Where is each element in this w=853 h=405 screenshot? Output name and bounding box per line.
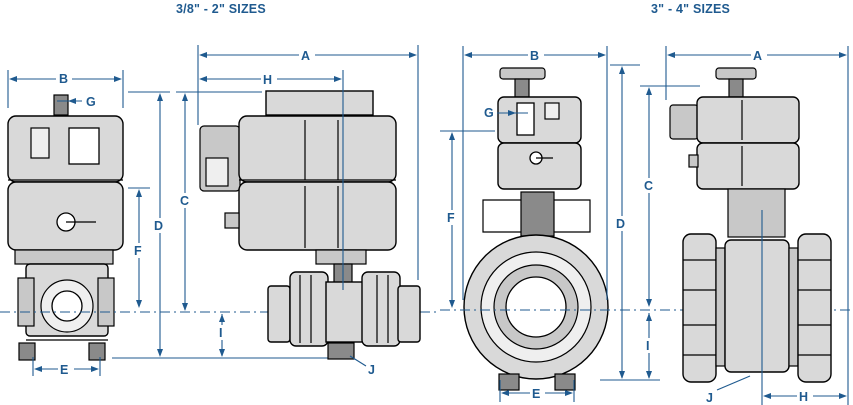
bore-inner — [51, 290, 83, 322]
dim-label-b-large: B — [530, 49, 539, 63]
foot-right — [88, 342, 106, 361]
actuator-upper-front-large — [696, 96, 800, 144]
indicator-window — [30, 127, 50, 159]
union-nut-right — [361, 271, 401, 347]
large-valve-side-view — [463, 67, 609, 391]
dim-label-d: D — [154, 219, 163, 233]
small-valve-front-dimensions: A H C I J — [176, 45, 419, 377]
actuator-upper-large — [497, 96, 582, 144]
mounting-bracket — [14, 249, 114, 265]
handle-stem — [514, 78, 530, 98]
dim-label-j: J — [368, 363, 375, 377]
connector-plug — [205, 157, 229, 187]
coupling-block — [520, 191, 555, 237]
dim-label-j-large: J — [706, 391, 713, 405]
override-window-large — [516, 102, 535, 136]
stem — [53, 94, 69, 116]
union-nut-left-large — [682, 233, 717, 383]
union-left — [17, 277, 35, 327]
small-valve-side-dimensions: B G D F E — [0, 70, 440, 377]
dim-label-f: F — [134, 244, 142, 258]
bracket-front — [315, 249, 367, 265]
handle-stem-front — [728, 78, 744, 98]
dim-label-g-large: G — [484, 106, 494, 120]
small-valve-front-view — [199, 90, 421, 360]
dim-label-c: C — [180, 194, 189, 208]
top-handle — [499, 67, 546, 80]
actuator-lower-front — [238, 181, 397, 251]
manual-override-window — [68, 127, 100, 165]
dim-label-i: I — [219, 326, 222, 340]
dim-label-h: H — [263, 73, 272, 87]
side-knob — [224, 212, 240, 229]
foot-right-large — [554, 373, 576, 391]
actuator-lower-large — [497, 142, 582, 190]
union-nut-left — [289, 271, 329, 347]
valve-body-front — [325, 281, 367, 343]
union-nut-right-large — [797, 233, 832, 383]
dim-label-c-large: C — [644, 179, 653, 193]
valve-body-front-large — [724, 239, 790, 373]
dim-label-i-large: I — [646, 339, 649, 353]
actuator-lower-front-large — [696, 142, 800, 190]
actuator-upper — [7, 115, 124, 183]
actuator-upper-front — [238, 115, 397, 183]
title-small-sizes: 3/8" - 2" SIZES — [176, 2, 266, 16]
indicator-large — [544, 102, 560, 120]
foot-left-large — [498, 373, 520, 391]
connector-front-large — [669, 104, 699, 140]
dim-label-g: G — [86, 95, 96, 109]
end-connector-left — [267, 285, 291, 343]
large-valve-front-view — [669, 67, 832, 383]
large-valve-side-dimensions: B G F E D — [440, 46, 853, 402]
end-connector-right — [397, 285, 421, 343]
small-valve-side-view — [7, 94, 124, 361]
dim-label-d-large: D — [616, 217, 625, 231]
dim-label-e: E — [60, 363, 68, 377]
dim-label-a-large: A — [753, 49, 762, 63]
union-right — [97, 277, 115, 327]
dim-label-b: B — [59, 72, 68, 86]
dim-label-a: A — [301, 49, 310, 63]
dim-label-e-large: E — [532, 387, 540, 401]
dim-label-h-large: H — [799, 390, 808, 404]
large-valve-front-dimensions: A C I J H — [640, 46, 849, 405]
cover-cap — [265, 90, 374, 116]
foot-left — [18, 342, 36, 361]
mounting-foot-front — [327, 342, 355, 360]
dim-label-f-large: F — [447, 211, 455, 225]
title-large-sizes: 3" - 4" SIZES — [651, 2, 731, 16]
coupling-front-large — [727, 188, 786, 238]
bore-center — [505, 276, 567, 338]
top-handle-front — [715, 67, 757, 80]
